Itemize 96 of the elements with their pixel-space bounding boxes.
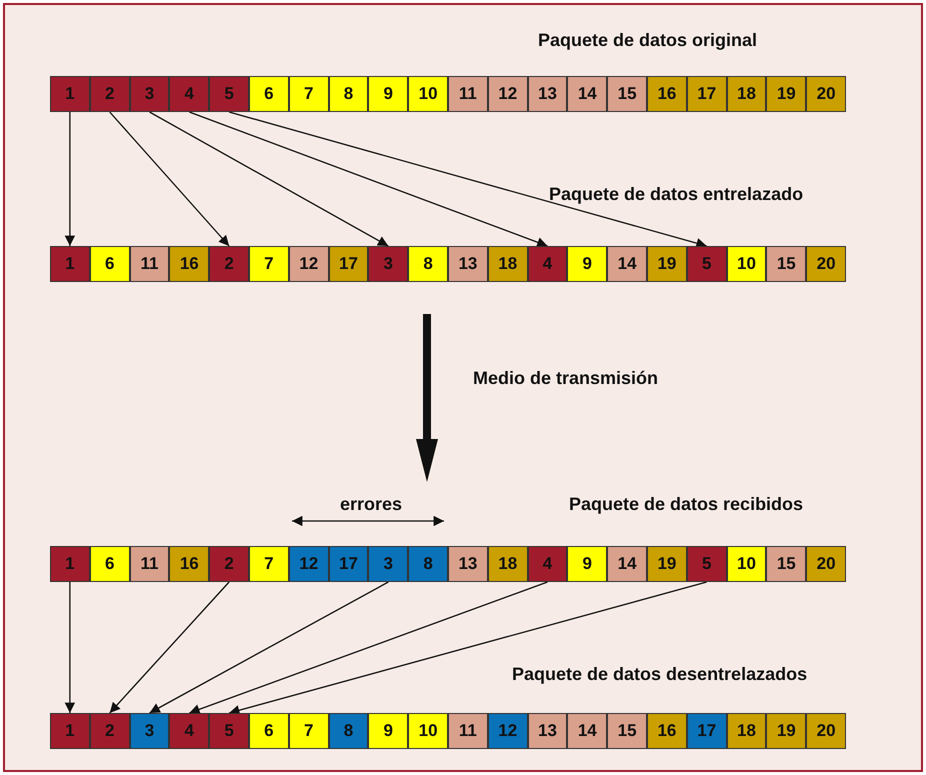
row-label: Paquete de datos recibidos: [569, 494, 804, 515]
data-cell: 14: [607, 246, 647, 282]
data-cell: 2: [209, 246, 249, 282]
data-cell: 8: [408, 246, 448, 282]
row-label: Paquete de datos entrelazado: [549, 184, 804, 205]
data-cell: 11: [130, 246, 170, 282]
data-cell: 19: [647, 246, 687, 282]
data-cell: 15: [766, 546, 806, 582]
data-cell: 15: [607, 713, 647, 749]
data-cell: 20: [806, 713, 846, 749]
data-cell: 7: [288, 76, 329, 112]
data-cell: 4: [528, 546, 568, 582]
data-cell: 1: [50, 546, 90, 582]
data-cell: 8: [408, 546, 448, 582]
data-cell: 3: [368, 246, 408, 282]
data-cell: 8: [328, 76, 368, 112]
data-cell: 1: [50, 713, 90, 749]
data-cell: 9: [368, 76, 408, 112]
data-cell: 10: [726, 546, 766, 582]
data-cell: 9: [368, 713, 408, 749]
data-cell: 11: [448, 713, 488, 749]
arrow: [64, 582, 76, 713]
data-cell: 11: [448, 76, 488, 112]
data-cell: 1: [50, 246, 90, 282]
data-cell: 16: [647, 713, 687, 749]
data-cell: 5: [686, 246, 727, 282]
arrow: [149, 111, 389, 247]
data-cell: 20: [806, 246, 846, 282]
data-cell: 3: [130, 76, 170, 112]
data-cell: 18: [726, 713, 766, 749]
data-cell: 17: [328, 246, 368, 282]
data-cell: 19: [766, 76, 806, 112]
arrow: [64, 112, 76, 246]
data-cell: 18: [488, 246, 528, 282]
data-cell: 13: [528, 713, 568, 749]
data-cell: 11: [130, 546, 170, 582]
data-cell: 12: [488, 76, 528, 112]
arrow: [189, 581, 548, 714]
row-label: Paquete de datos original: [538, 30, 758, 51]
arrow: [228, 581, 707, 716]
row-label: Medio de transmisión: [473, 368, 658, 389]
data-cell: 7: [249, 246, 289, 282]
data-cell: 18: [726, 76, 766, 112]
data-cell: 6: [90, 546, 130, 582]
data-cell: 12: [488, 713, 528, 749]
data-cell: 19: [766, 713, 806, 749]
data-cell: 9: [567, 246, 608, 282]
data-cell: 13: [448, 546, 488, 582]
data-cell: 17: [686, 713, 727, 749]
data-cell: 15: [607, 76, 647, 112]
data-cell: 20: [806, 546, 846, 582]
data-cell: 3: [130, 713, 170, 749]
data-cell: 10: [408, 76, 448, 112]
data-cell: 18: [488, 546, 528, 582]
data-cell: 16: [647, 76, 687, 112]
data-cell: 2: [90, 76, 130, 112]
arrow: [228, 111, 707, 248]
data-cell: 17: [328, 546, 368, 582]
data-cell: 1: [50, 76, 90, 112]
data-cell: 6: [249, 76, 289, 112]
row-label: errores: [340, 494, 402, 515]
data-cell: 6: [249, 713, 289, 749]
data-cell: 17: [686, 76, 727, 112]
data-cell: 10: [408, 713, 448, 749]
data-cell: 5: [686, 546, 727, 582]
data-cell: 13: [448, 246, 488, 282]
data-cell: 5: [209, 713, 249, 749]
data-cell: 13: [528, 76, 568, 112]
data-cell: 7: [249, 546, 289, 582]
data-cell: 6: [90, 246, 130, 282]
data-cell: 14: [607, 546, 647, 582]
row-label: Paquete de datos desentrelazados: [512, 664, 808, 685]
data-cell: 9: [567, 546, 608, 582]
arrow: [189, 111, 548, 248]
data-cell: 10: [726, 246, 766, 282]
data-cell: 4: [528, 246, 568, 282]
data-cell: 4: [169, 713, 210, 749]
data-cell: 2: [209, 546, 249, 582]
arrow: [109, 112, 230, 246]
data-cell: 14: [567, 713, 608, 749]
data-cell: 4: [169, 76, 210, 112]
data-cell: 12: [288, 246, 329, 282]
data-cell: 16: [169, 546, 210, 582]
data-cell: 2: [90, 713, 130, 749]
data-cell: 19: [647, 546, 687, 582]
arrow: [149, 581, 389, 714]
data-cell: 12: [288, 546, 329, 582]
data-cell: 5: [209, 76, 249, 112]
data-cell: 3: [368, 546, 408, 582]
data-cell: 14: [567, 76, 608, 112]
data-cell: 8: [328, 713, 368, 749]
arrow: [109, 582, 230, 714]
data-cell: 7: [288, 713, 329, 749]
data-cell: 16: [169, 246, 210, 282]
data-cell: 15: [766, 246, 806, 282]
data-cell: 20: [806, 76, 846, 112]
